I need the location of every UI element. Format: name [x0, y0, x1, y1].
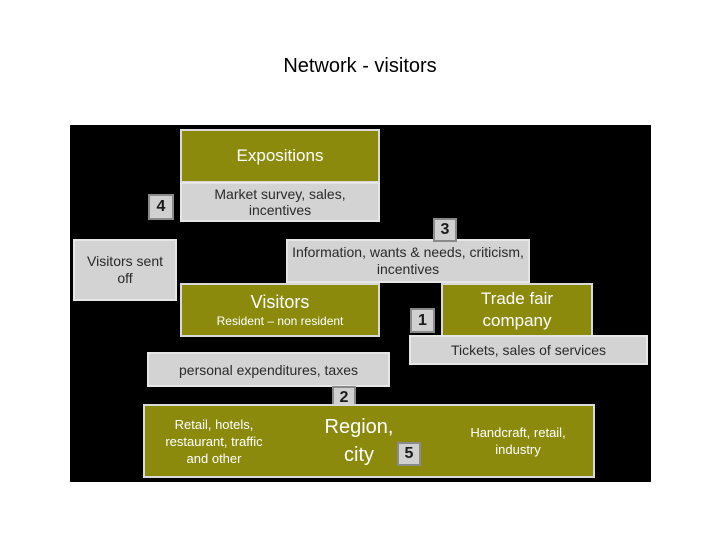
region-center-text: Region, city — [324, 416, 394, 466]
information-label: Information, wants & needs, criticism, i… — [292, 244, 524, 277]
expositions-node: Expositions — [180, 129, 380, 183]
tickets-label: Tickets, sales of services — [450, 342, 607, 358]
badge-1: 1 — [410, 308, 435, 333]
network-diagram: Expositions Market survey, sales, incent… — [70, 125, 651, 482]
region-right-text: Handcraft, retail, industry — [470, 425, 566, 457]
expositions-label: Expositions — [236, 146, 324, 165]
expenditures-label: personal expenditures, taxes — [179, 361, 358, 378]
badge-4: 4 — [148, 194, 174, 220]
region-left-text: Retail, hotels, restaurant, traffic and … — [165, 416, 263, 466]
page-title: Network - visitors — [283, 55, 437, 77]
trade-fair-node: Trade fair company — [441, 283, 593, 337]
badge-5: 5 — [397, 442, 421, 466]
visitors-sublabel: Resident – non resident — [216, 314, 344, 328]
market-survey-node: Market survey, sales, incentives — [180, 182, 380, 222]
tickets-node: Tickets, sales of services — [409, 335, 648, 365]
expenditures-node: personal expenditures, taxes — [147, 352, 390, 387]
information-node: Information, wants & needs, criticism, i… — [286, 239, 530, 283]
visitors-sent-off-node: Visitors sent off — [73, 239, 177, 301]
badge-3: 3 — [433, 218, 457, 242]
market-survey-label: Market survey, sales, incentives — [214, 186, 346, 218]
trade-fair-label: Trade fair company — [480, 289, 554, 330]
region-node: Retail, hotels, restaurant, traffic and … — [143, 404, 595, 478]
visitors-node: Visitors Resident – non resident — [180, 283, 380, 337]
visitors-label: Visitors — [250, 292, 310, 312]
visitors-sent-off-label: Visitors sent off — [87, 253, 163, 286]
